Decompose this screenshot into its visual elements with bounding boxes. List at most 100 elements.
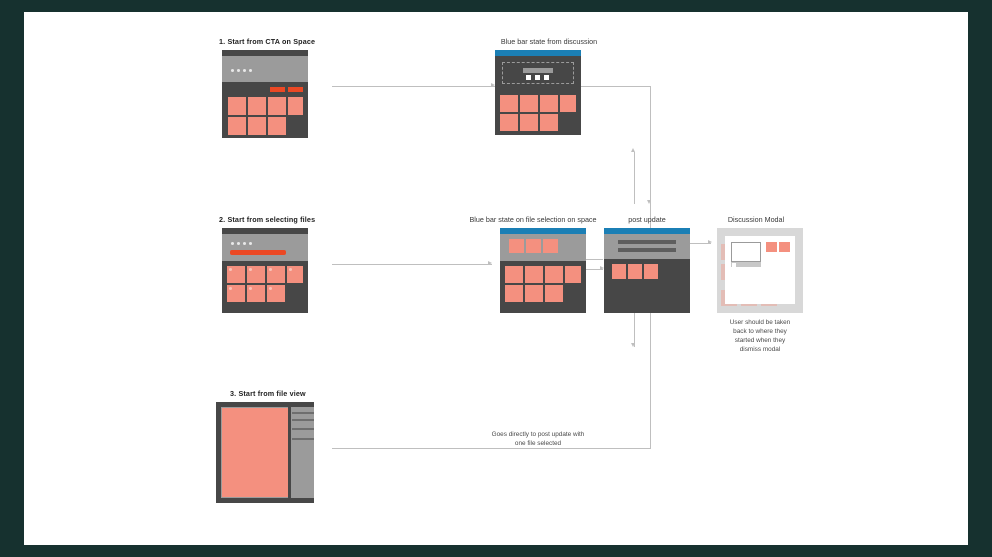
connector-bluebar-right [581,86,651,87]
window-dot [243,69,246,72]
modal-dismiss-note: User should be taken back to where they … [729,319,791,354]
file-tile-selected[interactable] [267,266,285,283]
window-dot [237,69,240,72]
cta-titlebar [222,50,308,56]
selected-thumb[interactable] [526,239,541,253]
blue-bar [495,50,581,56]
file-tile[interactable] [540,114,558,131]
file-view-left-rail [216,402,221,503]
file-tile[interactable] [545,285,563,302]
checkbox-icon [229,268,232,271]
file-tile[interactable] [520,95,538,112]
file-tile-selected[interactable] [247,266,265,283]
diagram-canvas: 1. Start from CTA on Space Blue bar stat… [24,12,968,545]
attached-file-tile[interactable] [644,264,658,279]
modal-file-tile[interactable] [766,242,777,252]
file-tile[interactable] [545,266,563,283]
file-tile[interactable] [505,266,523,283]
file-view-titlebar [216,402,314,407]
file-tile[interactable] [248,97,266,115]
checkbox-icon [269,287,272,290]
file-tile[interactable] [525,285,543,302]
window-dot [249,242,252,245]
mock-cta-space [222,50,308,138]
file-tile[interactable] [268,117,286,135]
selection-action-bar[interactable] [230,250,286,255]
connector-arrow-step2 [488,261,492,266]
file-tile[interactable] [288,97,303,115]
file-tile[interactable] [540,95,558,112]
file-tile[interactable] [500,95,518,112]
connector-post-to-modal [687,243,711,244]
checkbox-icon [229,287,232,290]
file-preview[interactable] [222,408,288,497]
connector-post-to-bluefile [584,269,603,270]
cta-secondary-button[interactable] [288,87,303,92]
file-tile[interactable] [565,266,581,283]
checkbox-icon [249,268,252,271]
window-dot [237,242,240,245]
step-3-title: 3. Start from file view [230,389,306,398]
connector-arrow-modal [708,240,712,245]
selected-thumb[interactable] [509,239,524,253]
post-text-bar [618,240,676,244]
blue-bar [604,228,690,234]
post-text-bar [618,248,676,252]
attached-file-tile[interactable] [612,264,626,279]
connector-arrow-modal-return [631,343,636,347]
connector-arrow-up [631,148,636,152]
window-dot [231,69,234,72]
discussion-composer-bar [523,68,553,73]
checkbox-icon [289,268,292,271]
mock-blue-bar-discussion [495,50,581,135]
modal-media-caption-bar [731,262,761,267]
file-tile[interactable] [248,117,266,135]
direct-post-note: Goes directly to post update with one fi… [491,431,585,448]
file-tile[interactable] [520,114,538,131]
file-tile-selected[interactable] [287,266,303,283]
file-tile[interactable] [268,97,286,115]
attached-file-tile[interactable] [628,264,642,279]
modal-media-box [731,242,761,262]
cta-primary-button[interactable] [270,87,285,92]
flow-diagram: 1. Start from CTA on Space Blue bar stat… [24,12,968,545]
mock-select-files [222,228,308,313]
composer-mini-square [526,75,531,80]
mock-post-update [604,228,690,313]
sidebar-row [292,412,314,414]
file-tile-selected[interactable] [267,285,285,302]
file-tile-selected[interactable] [247,285,265,302]
window-dot [231,242,234,245]
step-2-title: 2. Start from selecting files [219,215,316,224]
connector-step2-to-bluefile [332,264,492,265]
sidebar-row [292,438,314,440]
sidebar-row [292,428,314,430]
sidebar-row [292,419,314,421]
file-tile[interactable] [560,95,576,112]
select-titlebar [222,228,308,234]
blue-bar [500,228,586,234]
modal-file-tile[interactable] [779,242,790,252]
file-tile[interactable] [228,117,246,135]
connector-step3-bottom [332,448,651,449]
file-tile-selected[interactable] [227,266,245,283]
mock-blue-bar-file-selection [500,228,586,313]
connector-arrow-post-fwd [600,266,604,271]
file-tile[interactable] [500,114,518,131]
connector-arrow-step1 [491,83,495,88]
connector-up-line [634,152,635,204]
step-1-title: 1. Start from CTA on Space [219,37,316,46]
selected-thumb[interactable] [543,239,558,253]
discussion-modal-label: Discussion Modal [727,215,785,224]
file-view-bottom-rail [216,498,314,503]
discussion-drop-area[interactable] [502,62,574,84]
file-tile[interactable] [228,97,246,115]
checkbox-icon [269,268,272,271]
file-tile[interactable] [505,285,523,302]
file-tile-selected[interactable] [227,285,245,302]
connector-arrow-down-right [647,200,652,204]
mock-discussion-modal [717,228,803,313]
mock-file-view [216,402,314,503]
modal-avatar-icon [732,262,736,267]
file-tile[interactable] [525,266,543,283]
